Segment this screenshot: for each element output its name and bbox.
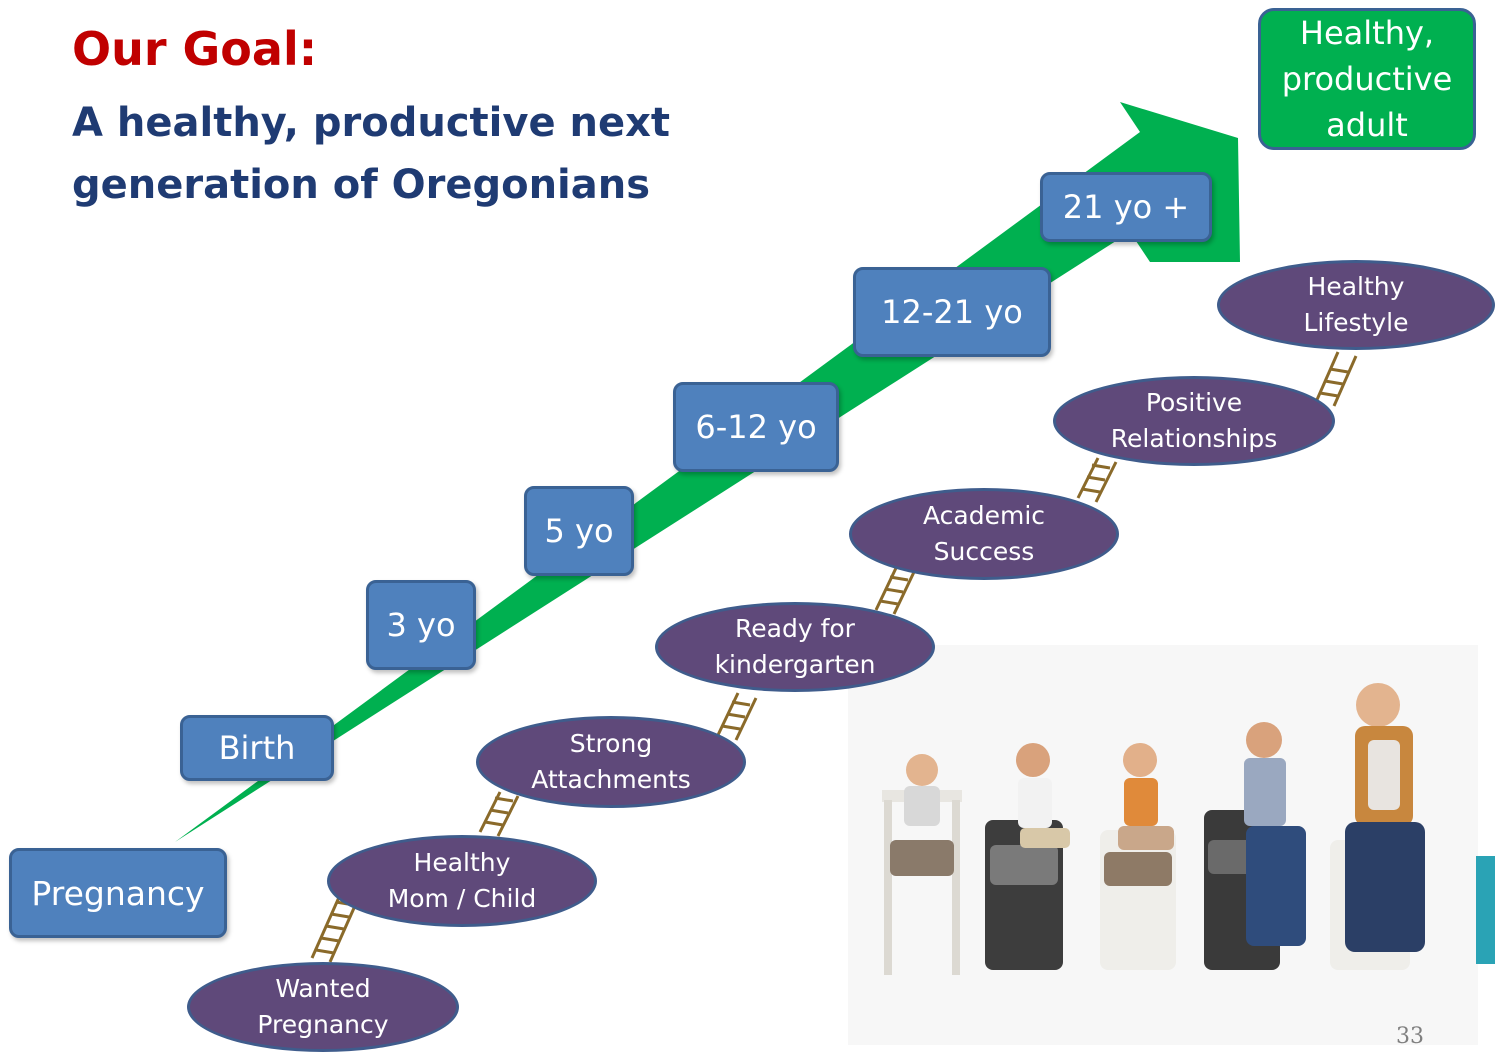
ladder	[310, 894, 360, 963]
stage-label: 5 yo	[544, 512, 614, 550]
stage-box: 6-12 yo	[673, 382, 839, 472]
stage-label: Birth	[218, 729, 296, 767]
goal-subtitle: A healthy, productive next generation of…	[72, 100, 671, 208]
outcome-line1: Strong	[569, 729, 653, 758]
stage-label: Pregnancy	[31, 873, 205, 913]
outcome-ellipse: Ready for kindergarten	[655, 602, 935, 692]
ladder	[478, 791, 520, 837]
stage-box: 3 yo	[366, 580, 476, 670]
outcome-line2: Pregnancy	[257, 1010, 389, 1039]
outcome-line1: Wanted	[275, 974, 371, 1003]
stage-label: 6-12 yo	[695, 408, 817, 446]
final-goal-label: Healthy, productive adult	[1281, 14, 1453, 144]
page-number: 33	[1396, 1024, 1424, 1049]
children-in-chairs-image	[848, 645, 1478, 1045]
ladder	[716, 692, 758, 741]
outcome-line2: Attachments	[531, 765, 691, 794]
outcome-line1: Healthy	[1307, 272, 1405, 301]
outcome-line1: Healthy	[413, 848, 511, 877]
outcome-line1: Positive	[1145, 388, 1243, 417]
outcome-line1: Ready for	[735, 614, 855, 643]
outcome-line2: Success	[933, 537, 1035, 566]
ladder	[1314, 351, 1358, 407]
outcome-line2: Lifestyle	[1303, 308, 1409, 337]
stage-label: 21 yo +	[1062, 188, 1190, 226]
stage-label: 3 yo	[386, 606, 456, 644]
final-goal-box: Healthy, productive adult	[1258, 8, 1476, 150]
ladder	[874, 567, 916, 615]
stage-box: 12-21 yo	[853, 267, 1051, 357]
teal-accent-bar	[1476, 856, 1495, 964]
goal-title: Our Goal:	[72, 22, 318, 76]
stage-box: 5 yo	[524, 486, 634, 576]
stage-label: 12-21 yo	[881, 293, 1023, 331]
outcome-line2: kindergarten	[714, 650, 876, 679]
outcome-line2: Relationships	[1110, 424, 1278, 453]
outcome-line1: Academic	[922, 501, 1046, 530]
ladder	[1076, 457, 1118, 503]
stage-box: 21 yo +	[1040, 172, 1212, 242]
stage-box: Pregnancy	[9, 848, 227, 938]
stage-box: Birth	[180, 715, 334, 781]
outcome-line2: Mom / Child	[387, 884, 537, 913]
